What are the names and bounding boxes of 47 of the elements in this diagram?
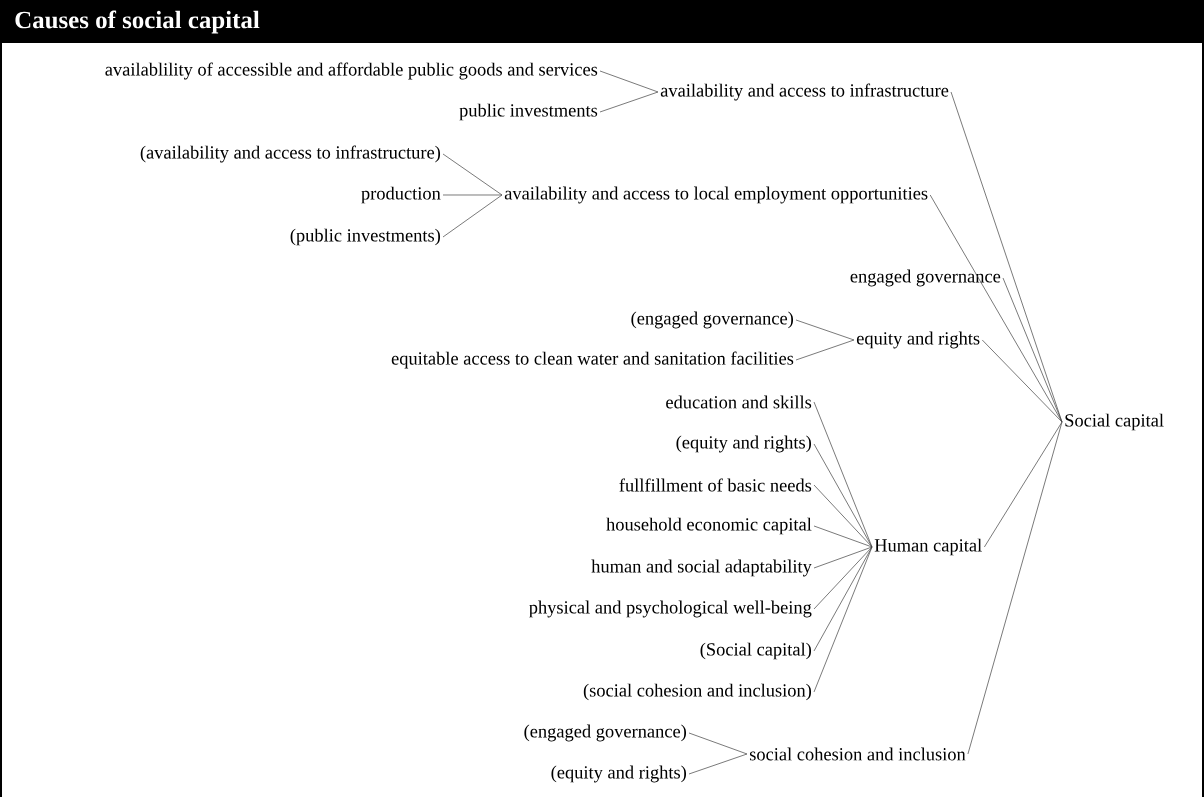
connector-line	[442, 153, 503, 196]
connector-line	[981, 339, 1063, 423]
connector-line	[688, 732, 748, 755]
node-label: Human capital	[874, 538, 982, 556]
node-label: engaged governance	[850, 269, 1001, 287]
connector-line	[688, 753, 748, 775]
connector-line	[442, 194, 503, 238]
connector-line	[813, 546, 873, 569]
node-label: (equity and rights)	[676, 435, 811, 453]
node-label: (engaged governance)	[524, 724, 686, 742]
node-label: Social capital	[1065, 413, 1164, 431]
node-label: social cohesion and inclusion	[749, 747, 966, 761]
connector-line	[813, 546, 873, 693]
node-label: (engaged governance)	[631, 311, 793, 329]
node-label: physical and psychological well-being	[529, 600, 812, 618]
node-label: (public investments)	[290, 228, 440, 246]
node-label: household economic capital	[606, 517, 812, 535]
node-label: availability and access to infrastructure	[660, 83, 949, 101]
connector-line	[967, 421, 1063, 755]
connector-line	[599, 91, 659, 113]
title-bar: Causes of social capital	[0, 0, 1204, 43]
node-label: availability and access to local employment opportunities	[504, 186, 928, 204]
node-label: public investments	[459, 103, 598, 121]
connector-line	[813, 484, 873, 548]
connector-line	[813, 546, 873, 610]
connector-line	[795, 339, 855, 361]
node-label: availablility of accessible and affordable public goods and services	[105, 62, 598, 80]
node-label: (Social capital)	[700, 642, 811, 660]
node-label: (social cohesion and inclusion)	[583, 683, 811, 701]
connector-line	[950, 91, 1063, 423]
connector-line	[984, 421, 1063, 548]
connector-line	[813, 401, 873, 548]
connector-line	[795, 319, 855, 341]
connector-line	[442, 194, 503, 196]
connector-line	[813, 546, 873, 652]
node-label: human and social adaptability	[591, 559, 812, 577]
node-label: (equity and rights)	[551, 765, 686, 783]
node-label: equity and rights	[856, 331, 980, 349]
connector-line	[813, 443, 873, 548]
node-label: education and skills	[666, 395, 812, 409]
connector-line	[813, 525, 873, 548]
node-label: production	[361, 186, 441, 204]
node-label: equitable access to clean water and sanitation facilities	[391, 351, 794, 369]
connector-line	[1002, 277, 1063, 423]
node-label: (availability and access to infrastructure)	[140, 145, 441, 163]
node-label: fullfillment of basic needs	[619, 478, 812, 492]
connector-line	[599, 70, 659, 93]
